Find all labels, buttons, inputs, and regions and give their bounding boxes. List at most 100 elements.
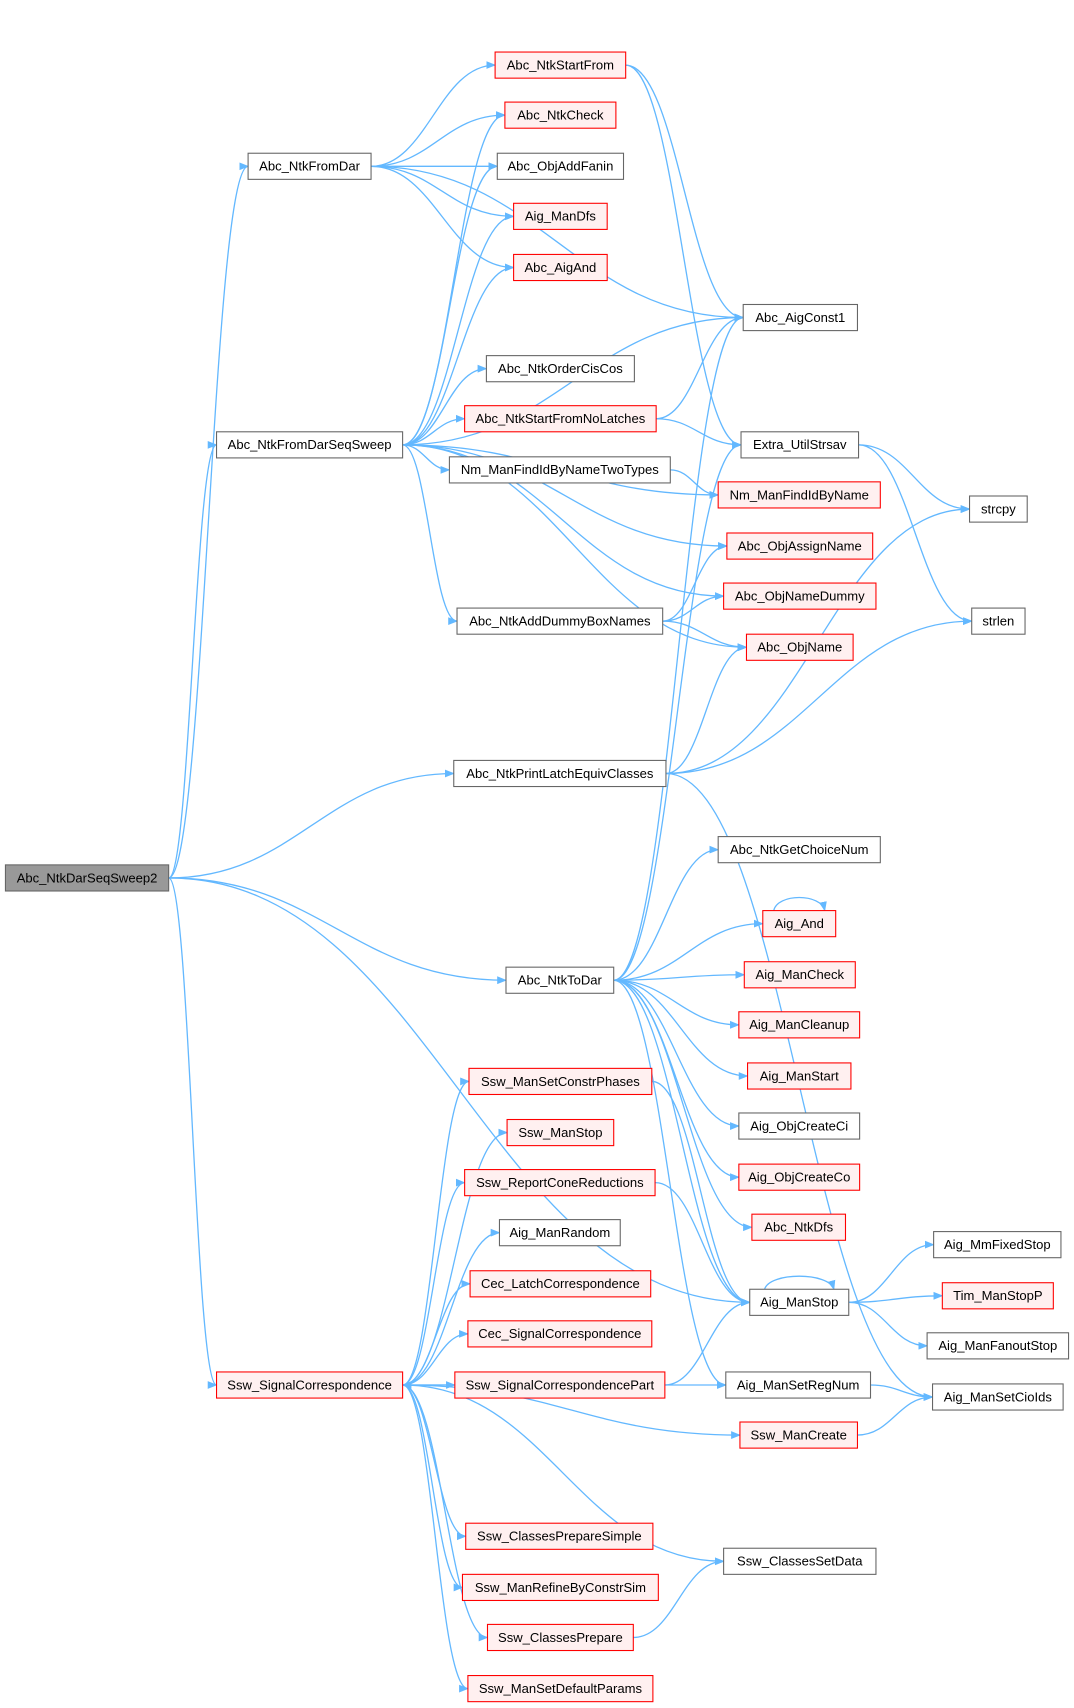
node-label: Aig_ManCheck bbox=[756, 967, 845, 982]
node-ssw-classesprepare[interactable]: Ssw_ClassesPrepare bbox=[486, 1623, 634, 1652]
edge-line bbox=[402, 444, 459, 625]
node-abc-objaddfanin[interactable]: Abc_ObjAddFanin bbox=[496, 152, 625, 180]
edge-line bbox=[402, 1279, 472, 1386]
edge-ssw-mansetconstrphases-to-aig-manstop bbox=[651, 1080, 751, 1307]
node-strcpy[interactable]: strcpy bbox=[968, 495, 1028, 523]
edge-ssw-reportconereductions-to-aig-manstop bbox=[655, 1181, 751, 1307]
node-box bbox=[717, 836, 881, 864]
edge-aig-manstop-to-tim-manstopp bbox=[848, 1291, 944, 1303]
node-label: strcpy bbox=[981, 501, 1016, 516]
node-abc-aigand[interactable]: Abc_AigAnd bbox=[513, 253, 608, 282]
edge-line bbox=[613, 313, 745, 981]
node-aig-mancleanup[interactable]: Aig_ManCleanup bbox=[738, 1011, 861, 1039]
node-aig-manfanoutstop[interactable]: Aig_ManFanoutStop bbox=[926, 1332, 1070, 1360]
node-box bbox=[498, 1219, 621, 1247]
node-strlen[interactable]: strlen bbox=[971, 607, 1026, 635]
node-cec-signalcorrespondence[interactable]: Cec_SignalCorrespondence bbox=[467, 1320, 653, 1348]
node-abc-ntkdfs[interactable]: Abc_NtkDfs bbox=[751, 1213, 847, 1241]
node-ssw-signalcorrespondence[interactable]: Ssw_SignalCorrespondence bbox=[215, 1371, 404, 1399]
node-abc-ntkfromdarseqsweep[interactable]: Abc_NtkFromDarSeqSweep bbox=[215, 431, 404, 459]
edge-line bbox=[656, 418, 743, 449]
node-label: Nm_ManFindIdByName bbox=[730, 487, 869, 502]
node-label: Aig_ManCleanup bbox=[749, 1017, 849, 1032]
node-extra-utilstrsav[interactable]: Extra_UtilStrsav bbox=[740, 431, 860, 459]
node-abc-objnamedummy[interactable]: Abc_ObjNameDummy bbox=[723, 582, 877, 610]
node-ssw-manrefinebyconstrsim[interactable]: Ssw_ManRefineByConstrSim bbox=[461, 1573, 659, 1602]
node-abc-ntkprintlatchequivclasses[interactable]: Abc_NtkPrintLatchEquivClasses bbox=[453, 759, 667, 788]
node-tim-manstopp[interactable]: Tim_ManStopP bbox=[941, 1282, 1054, 1310]
node-label: Abc_NtkPrintLatchEquivClasses bbox=[466, 766, 654, 781]
edges-layer bbox=[168, 61, 973, 1693]
node-abc-ntkfromdar[interactable]: Abc_NtkFromDar bbox=[247, 152, 372, 180]
node-abc-ntkstartfromnolatches[interactable]: Abc_NtkStartFromNoLatches bbox=[464, 405, 657, 433]
node-label: Abc_NtkDarSeqSweep2 bbox=[17, 870, 158, 885]
node-label: Abc_ObjAssignName bbox=[738, 538, 862, 553]
node-aig-mmfixedstop[interactable]: Aig_MmFixedStop bbox=[933, 1231, 1062, 1259]
node-aig-objcreateco[interactable]: Aig_ObjCreateCo bbox=[738, 1163, 861, 1191]
node-label: Abc_ObjNameDummy bbox=[735, 588, 865, 603]
node-ssw-signalcorrespondencepart[interactable]: Ssw_SignalCorrespondencePart bbox=[454, 1371, 666, 1399]
node-aig-mansetregnum[interactable]: Aig_ManSetRegNum bbox=[725, 1371, 872, 1399]
node-nm-manfindidbyname[interactable]: Nm_ManFindIdByName bbox=[717, 481, 881, 509]
node-abc-ntktodar[interactable]: Abc_NtkToDar bbox=[505, 966, 615, 994]
node-abc-objname[interactable]: Abc_ObjName bbox=[745, 633, 854, 661]
node-cec-latchcorrespondence[interactable]: Cec_LatchCorrespondence bbox=[469, 1270, 652, 1298]
node-ssw-mansetconstrphases[interactable]: Ssw_ManSetConstrPhases bbox=[468, 1067, 653, 1096]
node-ssw-manstop[interactable]: Ssw_ManStop bbox=[506, 1118, 615, 1147]
edge-line bbox=[664, 1298, 751, 1386]
node-box bbox=[215, 1371, 404, 1399]
edge-line bbox=[848, 1240, 935, 1303]
edge-line bbox=[402, 444, 728, 550]
node-nm-manfindidbynametwotypes[interactable]: Nm_ManFindIdByNameTwoTypes bbox=[448, 456, 671, 484]
node-box bbox=[749, 1288, 850, 1316]
node-aig-mancheck[interactable]: Aig_ManCheck bbox=[743, 961, 856, 989]
edge-line bbox=[402, 1178, 466, 1386]
node-box bbox=[968, 495, 1028, 523]
node-ssw-mancreate[interactable]: Ssw_ManCreate bbox=[739, 1421, 859, 1449]
edge-line bbox=[402, 1384, 489, 1642]
node-abc-ntkadddummyboxnames[interactable]: Abc_NtkAddDummyBoxNames bbox=[456, 607, 664, 635]
edge-line bbox=[613, 979, 753, 1232]
node-ssw-reportconereductions[interactable]: Ssw_ReportConeReductions bbox=[464, 1169, 656, 1197]
node-abc-aigconst1[interactable]: Abc_AigConst1 bbox=[742, 303, 859, 332]
node-box bbox=[496, 152, 625, 180]
edge-line bbox=[613, 979, 751, 1307]
edge-abc-ntkfromdarseqsweep-to-abc-objnamedummy bbox=[402, 444, 725, 601]
node-abc-ntkcheck[interactable]: Abc_NtkCheck bbox=[504, 101, 617, 129]
node-abc-ntkgetchoicenum[interactable]: Abc_NtkGetChoiceNum bbox=[717, 836, 881, 864]
node-ssw-classessetdata[interactable]: Ssw_ClassesSetData bbox=[723, 1547, 877, 1575]
edge-ssw-classesprepare-to-ssw-classessetdata bbox=[633, 1557, 725, 1639]
node-label: Abc_NtkGetChoiceNum bbox=[730, 842, 869, 857]
edge-line bbox=[402, 1228, 501, 1386]
node-abc-objassignname[interactable]: Abc_ObjAssignName bbox=[726, 532, 874, 560]
node-aig-and[interactable]: Aig_And bbox=[762, 910, 837, 938]
node-box bbox=[456, 607, 664, 635]
node-abc-ntkstartfrom[interactable]: Abc_NtkStartFrom bbox=[494, 51, 627, 79]
node-abc-ntkorderciscos[interactable]: Abc_NtkOrderCisCos bbox=[485, 355, 635, 383]
edge-line bbox=[625, 64, 745, 322]
node-box bbox=[505, 966, 615, 994]
node-aig-manstop[interactable]: Aig_ManStop bbox=[749, 1288, 850, 1316]
edge-abc-ntkfromdarseqsweep-to-abc-ntkadddummyboxnames bbox=[402, 444, 459, 625]
edge-abc-ntkstartfromnolatches-to-extra-utilstrsav bbox=[656, 418, 743, 449]
edge-abc-ntkfromdarseqsweep-to-abc-ntkcheck bbox=[402, 111, 506, 446]
edge-line bbox=[168, 877, 218, 1389]
node-aig-mandfs[interactable]: Aig_ManDfs bbox=[513, 202, 608, 230]
edge-abc-ntkfromdarseqsweep-to-abc-objaddfanin bbox=[402, 162, 499, 446]
node-label: Ssw_ManCreate bbox=[750, 1427, 846, 1442]
edge-abc-ntktodar-to-aig-objcreateci bbox=[613, 979, 740, 1130]
node-aig-manstart[interactable]: Aig_ManStart bbox=[747, 1062, 852, 1090]
edge-abc-ntktodar-to-aig-mancheck bbox=[613, 970, 746, 981]
edge-line bbox=[402, 111, 506, 446]
node-box bbox=[747, 1062, 852, 1090]
node-label: Abc_AigAnd bbox=[524, 260, 596, 275]
edge-aig-manstop-to-aig-mmfixedstop bbox=[848, 1240, 935, 1303]
edge-abc-ntkstartfrom-to-abc-aigconst1 bbox=[625, 64, 745, 322]
node-box bbox=[738, 1163, 861, 1191]
node-aig-mansetcioids[interactable]: Aig_ManSetCioIds bbox=[931, 1383, 1064, 1411]
node-aig-manrandom[interactable]: Aig_ManRandom bbox=[498, 1219, 621, 1247]
node-aig-objcreateci[interactable]: Aig_ObjCreateCi bbox=[738, 1112, 861, 1140]
node-box bbox=[742, 303, 859, 332]
node-ssw-classespreparesimple[interactable]: Ssw_ClassesPrepareSimple bbox=[465, 1522, 654, 1550]
node-ssw-mansetdefaultparams[interactable]: Ssw_ManSetDefaultParams bbox=[467, 1675, 654, 1703]
